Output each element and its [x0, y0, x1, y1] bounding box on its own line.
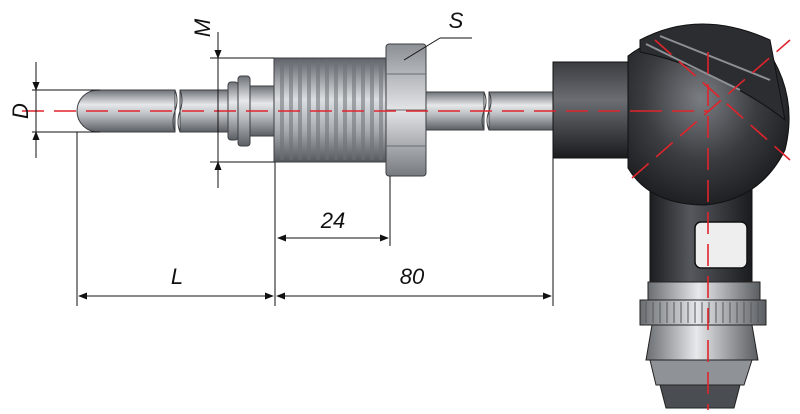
center-lines — [22, 39, 791, 410]
thread-ridge — [298, 60, 302, 160]
thread-ridge — [361, 60, 365, 160]
thread-ridge — [325, 60, 329, 160]
label-24: 24 — [320, 208, 345, 233]
thread-ridge — [316, 60, 320, 160]
thread-ridge — [343, 60, 347, 160]
label-s: S — [449, 8, 464, 33]
label-l: L — [171, 264, 183, 289]
label-m: M — [190, 18, 215, 37]
thread-ridge — [289, 60, 293, 160]
thread-ridges — [280, 60, 383, 160]
thread-ridge — [379, 60, 383, 160]
thread-ridge — [307, 60, 311, 160]
connection-head — [552, 23, 790, 409]
label-80: 80 — [400, 264, 425, 289]
thread-ridge — [280, 60, 284, 160]
thread-section — [273, 57, 387, 163]
thread-ridge — [370, 60, 374, 160]
dimension-lines — [32, 32, 554, 306]
thread-ridge — [334, 60, 338, 160]
thread-ridge — [352, 60, 356, 160]
label-d: D — [8, 103, 33, 119]
gland-ribs — [645, 302, 759, 323]
hex-nut — [385, 43, 427, 177]
